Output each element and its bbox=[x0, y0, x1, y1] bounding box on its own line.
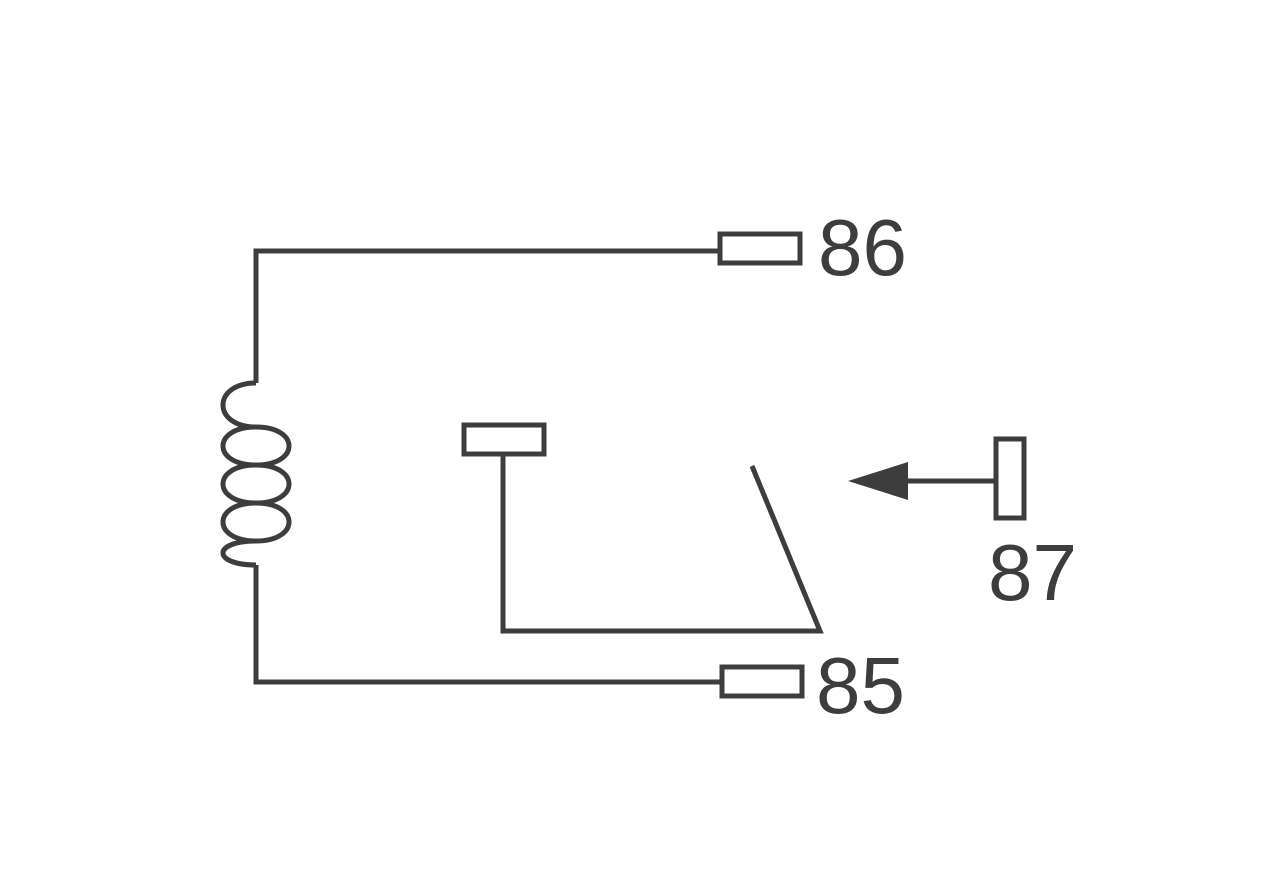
coil-icon bbox=[220, 380, 292, 568]
terminal-86 bbox=[717, 231, 803, 266]
label-86: 86 bbox=[818, 203, 907, 292]
label-85: 85 bbox=[816, 641, 905, 730]
terminal-85 bbox=[719, 664, 805, 699]
arrow-left-icon bbox=[848, 462, 908, 500]
switch-contact-icon bbox=[500, 454, 824, 634]
fixed-contact bbox=[461, 422, 547, 457]
terminal-87 bbox=[993, 436, 1027, 521]
wire-top bbox=[253, 248, 720, 383]
label-87: 87 bbox=[988, 528, 1077, 617]
wire-bottom bbox=[253, 565, 722, 685]
